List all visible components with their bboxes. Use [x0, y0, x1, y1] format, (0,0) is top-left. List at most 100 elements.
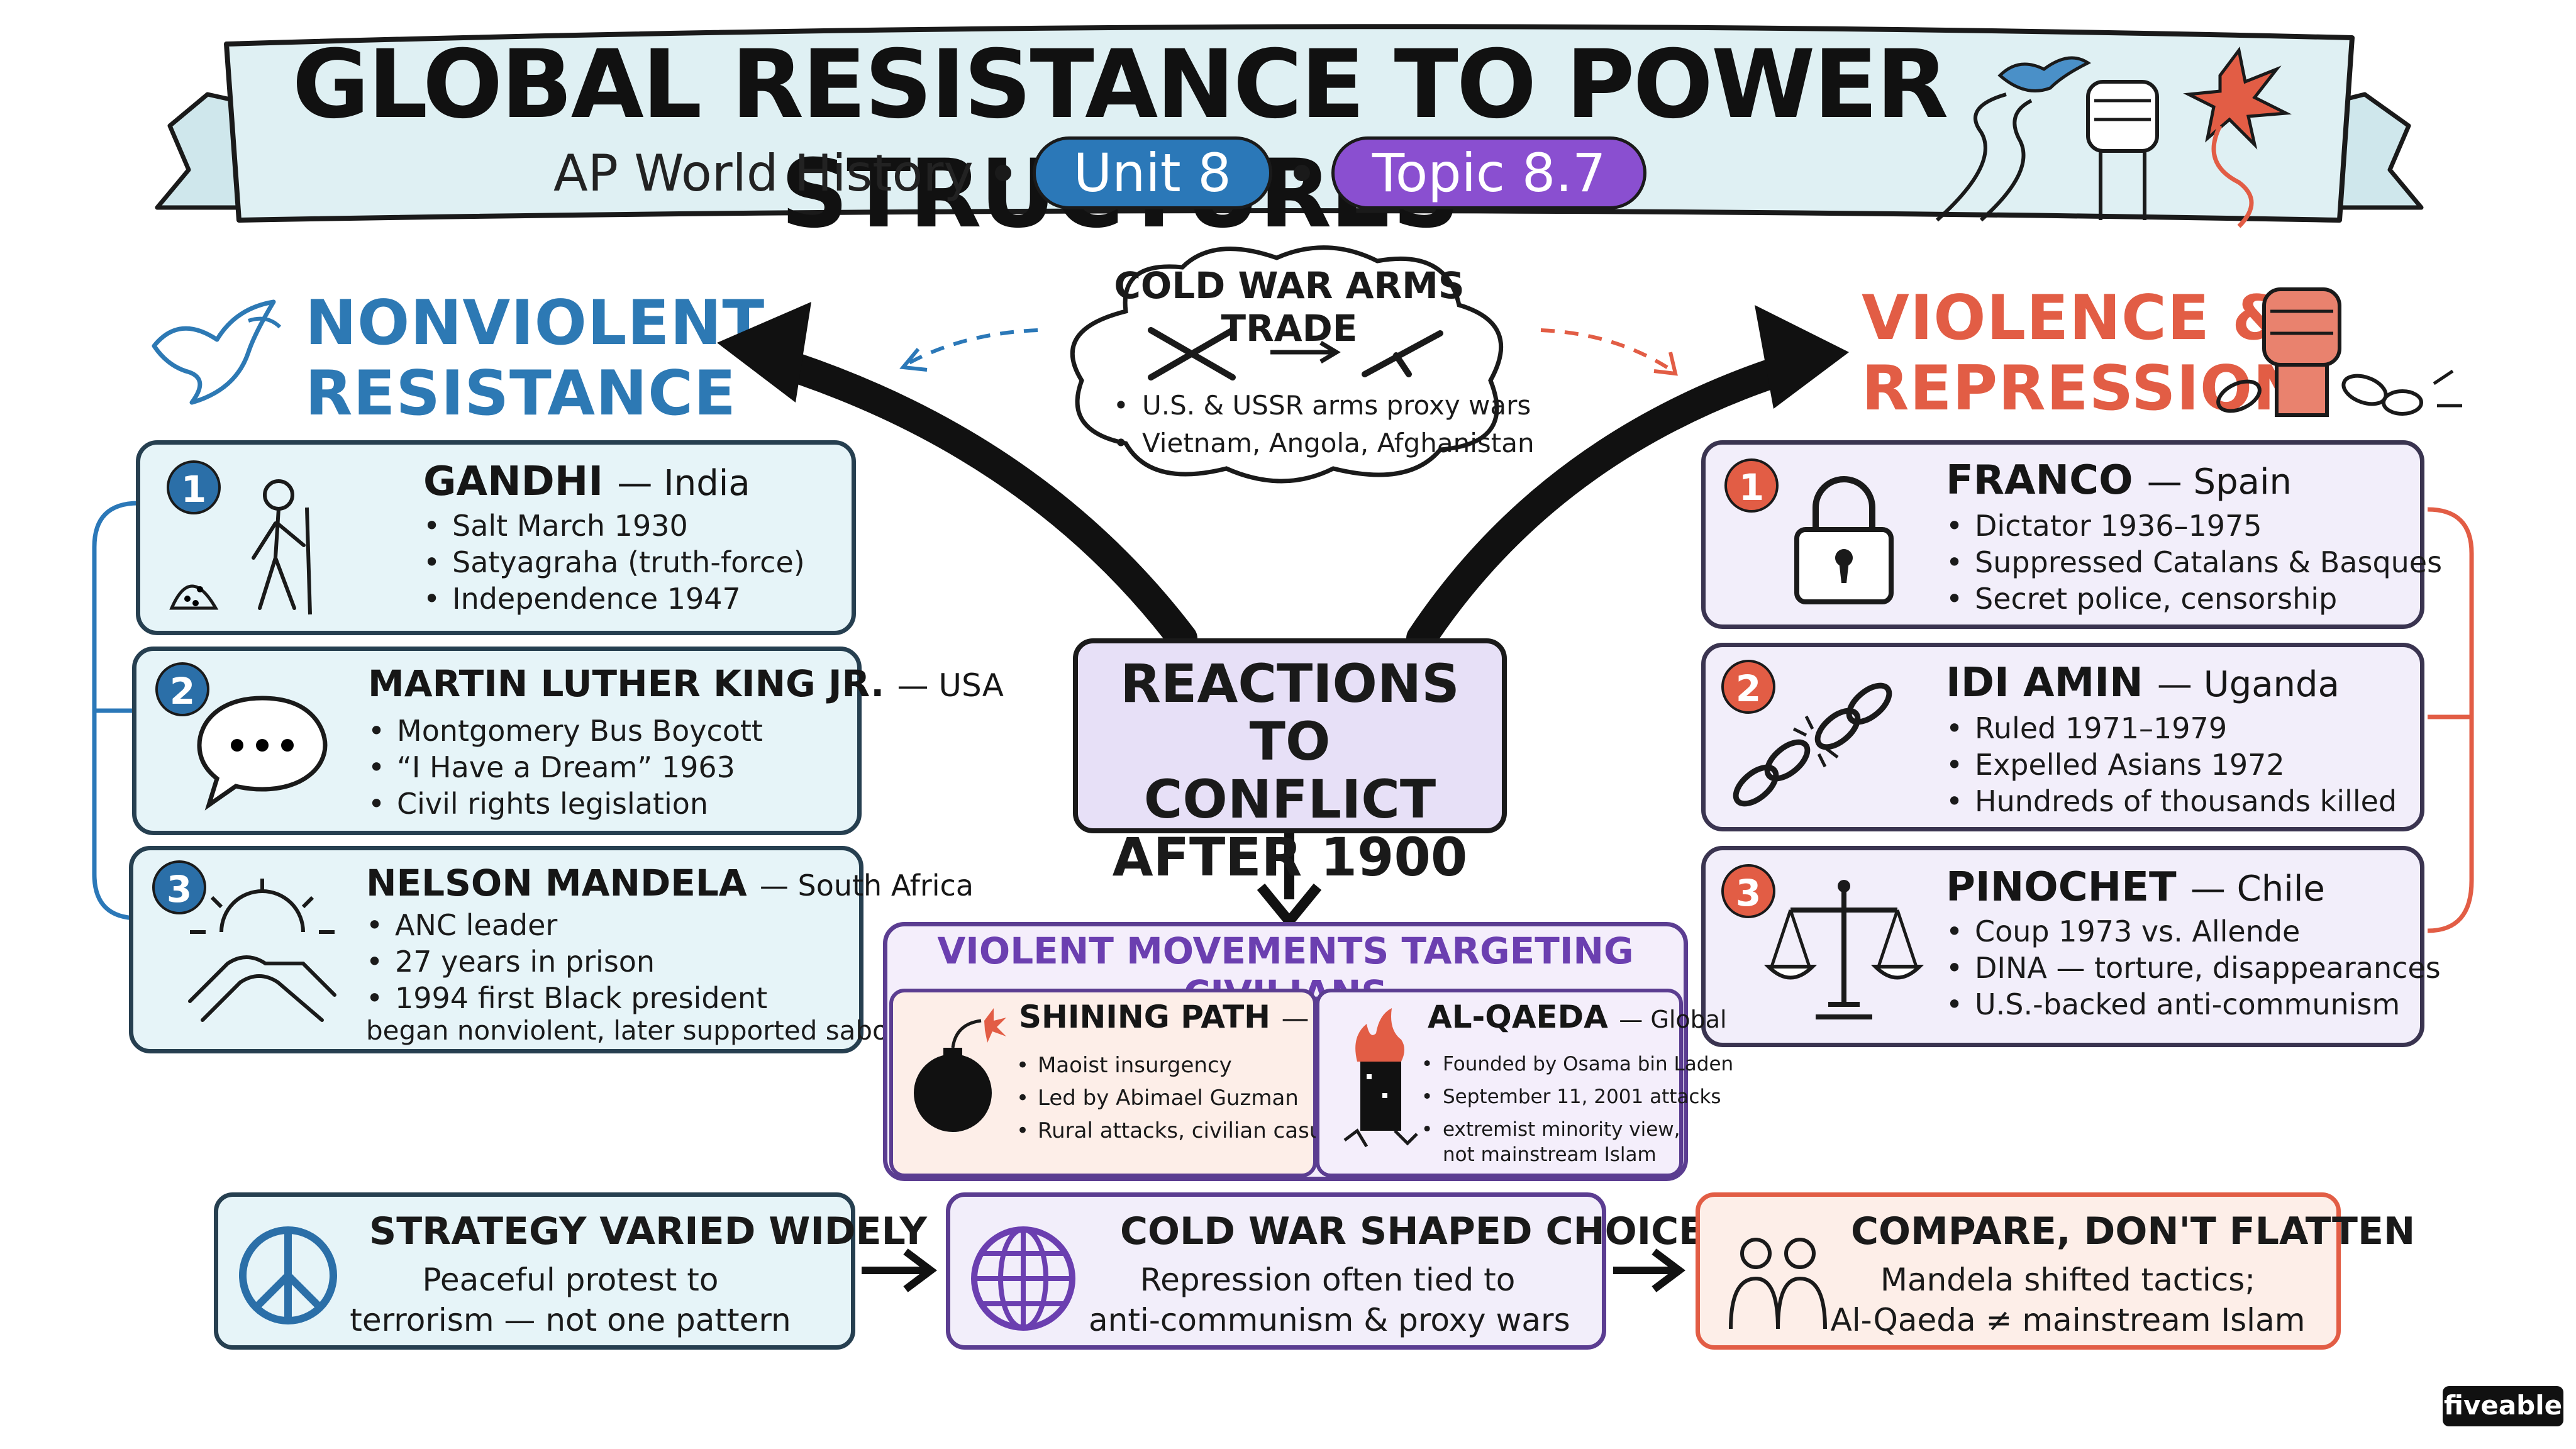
bullet: Civil rights legislation	[368, 786, 763, 822]
burning-tower-icon	[1343, 1008, 1418, 1148]
box-text: Peaceful protest to terrorism — not one …	[344, 1260, 797, 1340]
box-title: COMPARE, DON'T FLATTEN	[1851, 1209, 2416, 1253]
bullet-list: Dictator 1936–1975 Suppressed Catalans &…	[1946, 508, 2442, 617]
heading-line: VIOLENCE &	[1862, 282, 2287, 354]
idi-amin-card: 2 IDI AMIN — Uganda Ruled 1971–1979 Expe…	[1701, 643, 2424, 831]
course-label: AP World History	[553, 143, 974, 203]
bullet: U.S.-backed anti-communism	[1946, 986, 2441, 1023]
bomb-icon	[914, 1008, 1006, 1132]
bullet: U.S. & USSR arms proxy wars	[1113, 387, 1535, 425]
topic-pill: Topic 8.7	[1331, 136, 1647, 209]
dashed-arrows	[899, 328, 1678, 376]
card-title: MARTIN LUTHER KING JR. — USA	[368, 662, 1004, 705]
arms-trade-title: COLD WAR ARMS TRADE	[1114, 264, 1465, 350]
pinochet-card: 3 PINOCHET — Chile Coup 1973 vs. Allende…	[1701, 846, 2441, 1047]
card-title: PINOCHET — Chile	[1946, 864, 2325, 911]
person-place: — India	[617, 463, 750, 504]
left-bracket	[92, 501, 139, 921]
bullet: Ruled 1971–1979	[1946, 710, 2397, 747]
box-title: COLD WAR SHAPED CHOICES	[1120, 1209, 1732, 1253]
raised-fist-broken-chain-icon	[2216, 287, 2462, 417]
group-name: SHINING PATH	[1019, 999, 1271, 1035]
bullet: 1994 first Black president	[366, 980, 767, 1016]
compare-box: COMPARE, DON'T FLATTEN Mandela shifted t…	[1696, 1192, 2415, 1350]
separator-dot	[1293, 165, 1310, 181]
bullet: 27 years in prison	[366, 943, 767, 980]
card-number-badge: 2	[155, 662, 209, 716]
title-banner	[155, 24, 2424, 223]
heading-line: RESISTANCE	[305, 358, 736, 430]
nonviolent-heading: NONVIOLENT RESISTANCE	[305, 288, 765, 429]
mlk-card: 2 MARTIN LUTHER KING JR. — USA Montgomer…	[132, 647, 1004, 835]
heading-line: NONVIOLENT	[305, 287, 765, 359]
card-title: AL-QAEDA — Global	[1428, 999, 1727, 1035]
bullet: Vietnam, Angola, Afghanistan	[1113, 425, 1535, 462]
text-line: Mandela shifted tactics;	[1880, 1262, 2256, 1298]
franco-card: 1 FRANCO — Spain Dictator 1936–1975 Supp…	[1701, 440, 2442, 629]
card-title: GANDHI — India	[423, 458, 750, 505]
gandhi-card: 1 GANDHI — India Salt March 1930 Satyagr…	[136, 440, 856, 635]
shining-path-card: SHINING PATH — Peru Maoist insurgency Le…	[889, 989, 1380, 1177]
person-name: NELSON MANDELA	[366, 862, 747, 904]
bullet: Salt March 1930	[423, 508, 805, 544]
text-line: Al-Qaeda ≠ mainstream Islam	[1830, 1302, 2306, 1338]
bullet: Hundreds of thousands killed	[1946, 783, 2397, 819]
bullet: Led by Abimael Guzman	[1016, 1082, 1380, 1114]
bullet-list: Coup 1973 vs. Allende DINA — torture, di…	[1946, 913, 2441, 1023]
mandela-card: 3 NELSON MANDELA — South Africa ANC lead…	[129, 846, 974, 1053]
unit-pill: Unit 8	[1032, 136, 1272, 209]
group-place: — Global	[1619, 1006, 1727, 1033]
strategy-box: STRATEGY VARIED WIDELY Peaceful protest …	[214, 1192, 927, 1350]
person-place: — USA	[897, 667, 1004, 704]
card-number-badge: 3	[152, 860, 206, 914]
person-place: — Uganda	[2157, 664, 2340, 705]
text-line: anti-communism & proxy wars	[1089, 1302, 1570, 1338]
center-line: CONFLICT	[1143, 769, 1436, 830]
person-name: GANDHI	[423, 458, 604, 505]
box-title: STRATEGY VARIED WIDELY	[369, 1209, 927, 1253]
text-line: Repression often tied to	[1140, 1262, 1516, 1298]
text-line: terrorism — not one pattern	[350, 1302, 791, 1338]
person-place: — South Africa	[759, 869, 974, 902]
card-title: FRANCO — Spain	[1946, 457, 2292, 504]
two-people-icon	[1729, 1238, 1827, 1330]
curved-arrows	[717, 302, 1849, 926]
person-name: FRANCO	[1946, 457, 2133, 504]
speech-bubble-icon	[197, 696, 328, 811]
padlock-icon	[1794, 476, 1894, 604]
bullet: Maoist insurgency	[1016, 1049, 1380, 1082]
card-number-badge: 3	[1721, 864, 1775, 918]
brand-logo: fiveable	[2443, 1386, 2563, 1426]
card-number-badge: 1	[1724, 458, 1779, 513]
peace-sign-icon	[239, 1226, 337, 1324]
center-line: AFTER 1900	[1112, 826, 1468, 888]
broken-chain-icon	[1733, 682, 1892, 807]
box-text: Repression often tied to anti-communism …	[1089, 1260, 1570, 1340]
bullet: ANC leader	[366, 907, 767, 943]
bullet-list: Ruled 1971–1979 Expelled Asians 1972 Hun…	[1946, 710, 2397, 819]
card-number-badge: 1	[167, 460, 221, 514]
person-name: PINOCHET	[1946, 864, 2177, 911]
card-number-badge: 2	[1721, 660, 1775, 714]
bullet: Independence 1947	[423, 580, 805, 617]
rifles-icon	[1148, 327, 1443, 380]
text-line: Peaceful protest to	[422, 1262, 719, 1298]
handshake-sunrise-icon	[188, 879, 336, 1022]
walking-figure-icon	[169, 479, 312, 615]
arms-trade-bullets: U.S. & USSR arms proxy wars Vietnam, Ang…	[1113, 387, 1535, 462]
bullet-list: Founded by Osama bin Laden September 11,…	[1421, 1048, 1733, 1146]
bullet: Expelled Asians 1972	[1946, 747, 2397, 783]
bullet: extremist minority view,	[1421, 1113, 1733, 1146]
bullet: Suppressed Catalans & Basques	[1946, 544, 2442, 580]
central-topic-box: REACTIONS TO CONFLICT AFTER 1900	[1073, 638, 1507, 886]
bullet: Montgomery Bus Boycott	[368, 713, 763, 749]
bullet-list: Montgomery Bus Boycott “I Have a Dream” …	[368, 713, 763, 822]
scales-of-justice-icon	[1763, 880, 1924, 1019]
globe-icon	[971, 1226, 1075, 1331]
bullet: Founded by Osama bin Laden	[1421, 1048, 1733, 1080]
bullet: Coup 1973 vs. Allende	[1946, 913, 2441, 950]
road-fist-icon	[1935, 47, 2292, 228]
center-line: REACTIONS TO	[1120, 653, 1460, 772]
bullet: “I Have a Dream” 1963	[368, 749, 763, 786]
bullet: Dictator 1936–1975	[1946, 508, 2442, 544]
